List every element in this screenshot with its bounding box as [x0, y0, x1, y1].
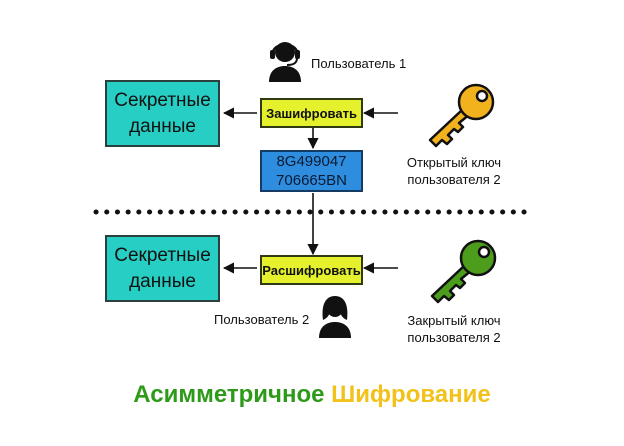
diagram-title: Асимметричное Шифрование: [0, 381, 624, 409]
secret-data-box-bottom: Секретные данные: [105, 235, 220, 302]
title-part1: Асимметричное: [133, 381, 325, 408]
public-key-line1: Открытый ключ: [406, 155, 502, 170]
user-female-icon: [319, 296, 351, 338]
secret-data-line1: Секретные: [114, 244, 211, 266]
decrypt-label: Расшифровать: [262, 262, 361, 278]
encrypt-label: Зашифровать: [266, 105, 357, 121]
private-key-label: Закрытый ключ пользователя 2: [384, 312, 524, 346]
secret-data-line2: данные: [129, 270, 196, 292]
title-part2: Шифрование: [331, 381, 491, 408]
secret-data-line2: данные: [129, 115, 196, 137]
private-key-line2: пользователя 2: [407, 330, 501, 345]
user-headset-icon: [269, 42, 301, 82]
public-key-label: Открытый ключ пользователя 2: [384, 154, 524, 188]
ciphertext-box: 8G499047 706665BN: [260, 150, 363, 192]
user2-label: Пользователь 2: [214, 312, 310, 327]
encrypt-box: Зашифровать: [260, 98, 363, 128]
ciphertext-line1: 8G499047: [276, 153, 347, 170]
secret-data-box-top: Секретные данные: [105, 80, 220, 147]
user1-label: Пользователь 1: [311, 56, 407, 71]
public-key-line2: пользователя 2: [407, 172, 501, 187]
secret-data-line1: Секретные: [114, 89, 211, 111]
public-key-icon: [428, 83, 495, 148]
private-key-line1: Закрытый ключ: [407, 313, 501, 328]
decrypt-box: Расшифровать: [260, 255, 363, 285]
ciphertext-line2: 706665BN: [276, 172, 347, 189]
private-key-icon: [430, 239, 497, 304]
